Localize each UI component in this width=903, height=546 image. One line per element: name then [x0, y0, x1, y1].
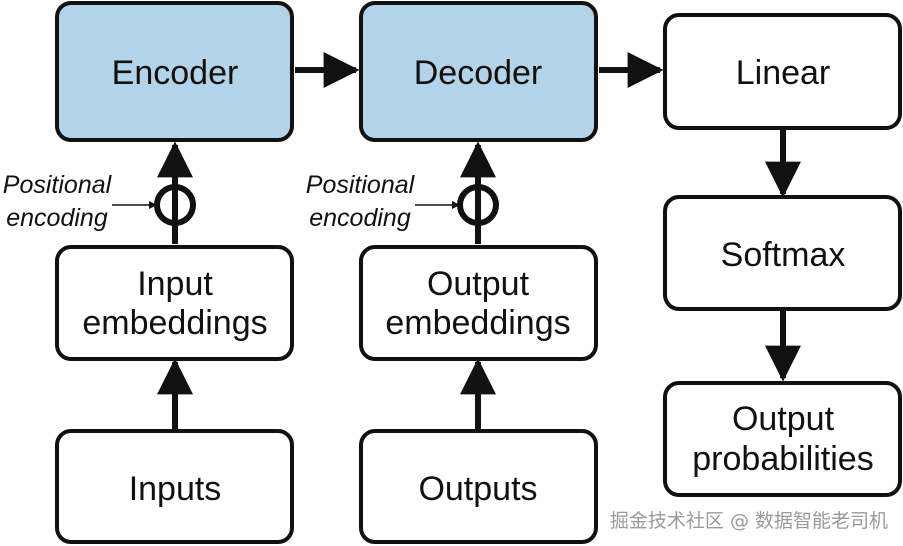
watermark: 掘金技术社区 @ 数据智能老司机 — [610, 510, 888, 532]
decoder-box — [359, 1, 598, 142]
linear-box — [663, 13, 902, 130]
linear-label: Linear — [736, 54, 831, 92]
positional-encoding-label-decoder-line1: Positional — [306, 171, 416, 199]
output-probabilities-label-line1: Output — [732, 400, 835, 438]
positional-encoding-label-decoder-line2: encoding — [309, 204, 411, 232]
output-probabilities-box — [663, 381, 902, 497]
decoder-label: Decoder — [414, 54, 543, 92]
input-embeddings-box — [55, 245, 294, 361]
inputs-label: Inputs — [129, 470, 222, 508]
inputs-box — [55, 429, 294, 544]
output-probabilities-label-line2: probabilities — [692, 440, 873, 478]
input-embeddings-label-line2: embeddings — [82, 304, 267, 342]
output-embeddings-label-line2: embeddings — [385, 304, 570, 342]
input-embeddings-label-line1: Input — [137, 265, 213, 303]
positional-encoding-label-encoder-line1: Positional — [3, 171, 113, 199]
positional-encoding-label-encoder-line2: encoding — [6, 204, 108, 232]
softmax-label: Softmax — [721, 236, 846, 274]
softmax-box — [663, 195, 902, 311]
outputs-label: Outputs — [418, 470, 537, 508]
encoder-label: Encoder — [112, 54, 239, 92]
outputs-box — [359, 429, 598, 544]
output-embeddings-box — [359, 245, 598, 361]
output-embeddings-label-line1: Output — [427, 265, 530, 303]
encoder-box — [55, 1, 294, 142]
